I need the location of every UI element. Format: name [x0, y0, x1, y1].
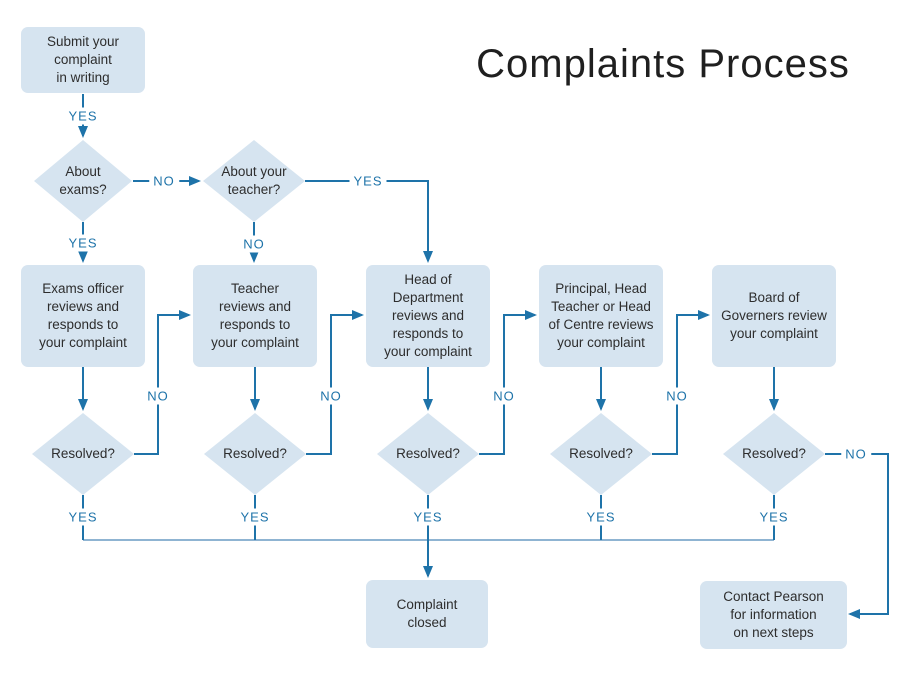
yes-label-resolved-3: YES — [409, 508, 447, 526]
node-principal-box: Principal, Head Teacher or Head of Centr… — [539, 265, 663, 367]
yes-label-resolved-1: YES — [64, 508, 102, 526]
about-teacher-diamond — [203, 140, 305, 222]
resolved-label-2: Resolved? — [223, 446, 287, 461]
resolved-diamond-3 — [377, 413, 479, 495]
no-label-resolved-5: NO — [841, 445, 871, 463]
connector-resolved4-no — [652, 310, 710, 455]
resolved-diamond-2 — [204, 413, 306, 495]
resolved-diamond-5 — [723, 413, 825, 495]
yes-label-resolved-4: YES — [582, 508, 620, 526]
connector-resolved3-no — [479, 310, 537, 455]
no-label-about-exams: NO — [149, 172, 179, 190]
yes-label-resolved-2: YES — [236, 508, 274, 526]
resolved-label-3: Resolved? — [396, 446, 460, 461]
yes-label-start: YES — [64, 107, 102, 125]
resolved-label-5: Resolved? — [742, 446, 806, 461]
node-head-of-department-box: Head of Department reviews and responds … — [366, 265, 490, 367]
yes-label-about-exams: YES — [64, 234, 102, 252]
no-label-about-teacher: NO — [239, 235, 269, 253]
connector-about-teacher-yes — [305, 180, 433, 263]
connector-resolved2-no — [306, 310, 364, 455]
no-label-resolved-1: NO — [143, 387, 173, 405]
no-label-resolved-4: NO — [662, 387, 692, 405]
node-governors-box: Board of Governers review your complaint — [712, 265, 836, 367]
about-teacher-label: About your teacher? — [221, 164, 287, 197]
page-title: Complaints Process — [476, 42, 850, 86]
node-contact-pearson-box: Contact Pearson for information on next … — [700, 581, 847, 649]
no-label-resolved-3: NO — [489, 387, 519, 405]
no-label-resolved-2: NO — [316, 387, 346, 405]
node-teacher-box: Teacher reviews and responds to your com… — [193, 265, 317, 367]
resolved-label-4: Resolved? — [569, 446, 633, 461]
yes-label-about-teacher: YES — [349, 172, 387, 190]
about-exams-label: About exams? — [59, 164, 107, 197]
node-complaint-closed-box: Complaint closed — [366, 580, 488, 648]
node-exams-officer-box: Exams officer reviews and responds to yo… — [21, 265, 145, 367]
resolved-label-1: Resolved? — [51, 446, 115, 461]
about-exams-diamond — [34, 140, 132, 222]
connector-resolved1-no — [134, 310, 191, 455]
node-start-box: Submit your complaint in writing — [21, 27, 145, 93]
resolved-diamond-1 — [32, 413, 134, 495]
yes-label-resolved-5: YES — [755, 508, 793, 526]
resolved-diamond-4 — [550, 413, 652, 495]
